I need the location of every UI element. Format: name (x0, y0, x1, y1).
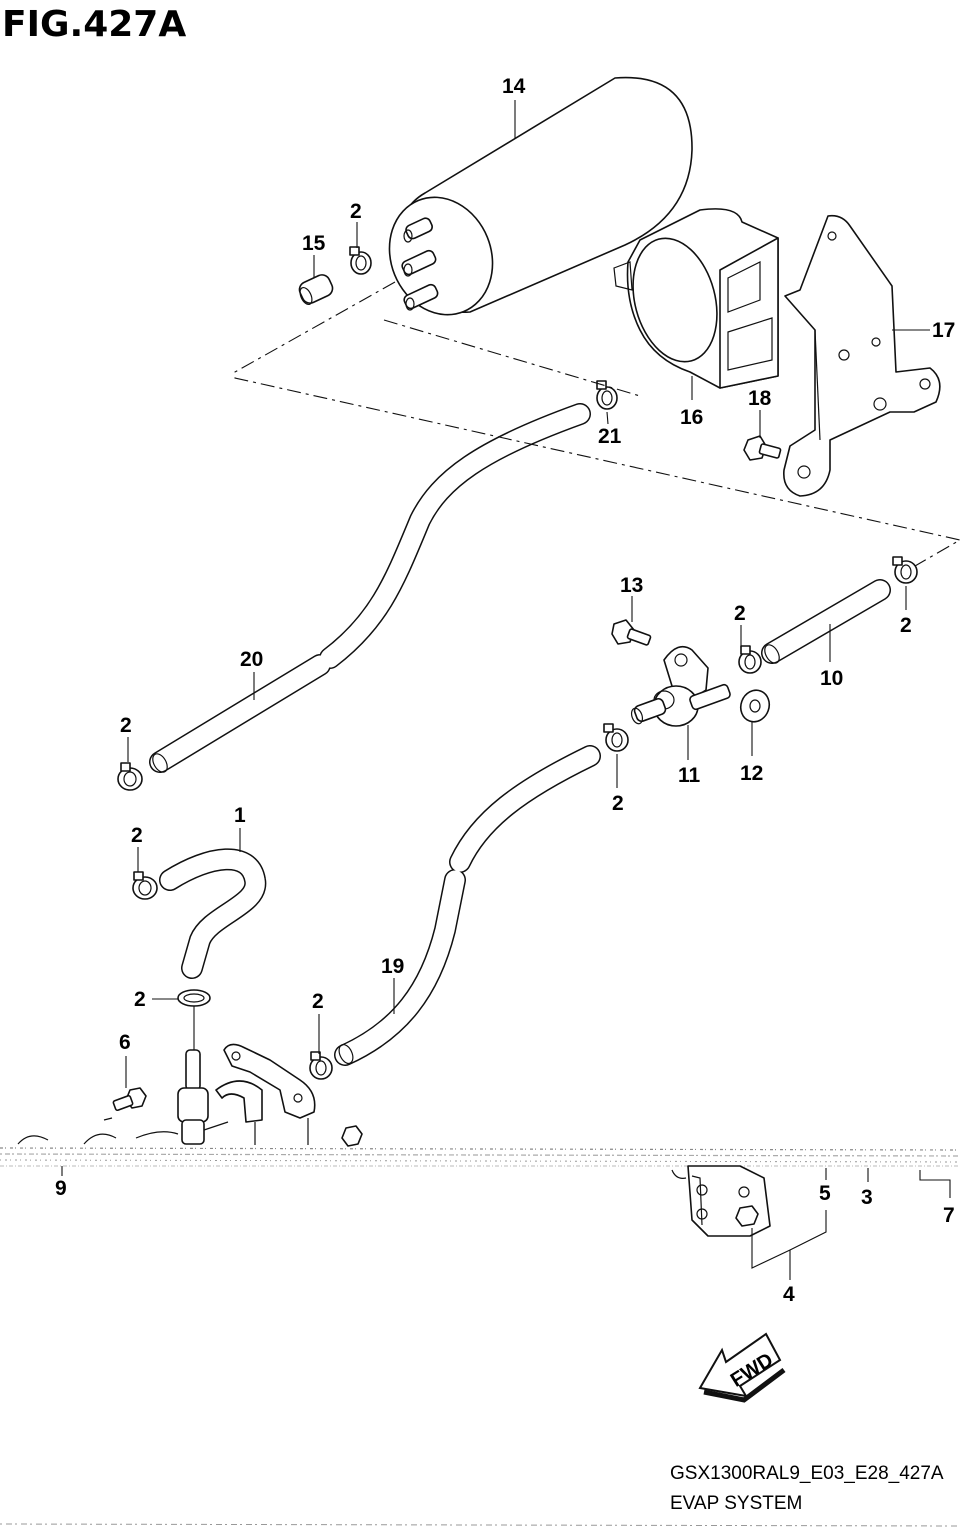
bolt (341, 1125, 363, 1147)
clamp (349, 246, 372, 275)
clamp (117, 762, 143, 791)
callout-21: 21 (598, 425, 622, 448)
hose (761, 579, 891, 664)
bolt (743, 435, 782, 461)
callout-3: 3 (861, 1186, 873, 1209)
bolt (112, 1087, 147, 1112)
clamp (738, 645, 762, 674)
canister-holder (613, 208, 779, 389)
nipple-fitting (177, 1049, 229, 1145)
callout-2: 2 (120, 714, 132, 737)
callout-12: 12 (740, 762, 763, 785)
hose (149, 403, 591, 773)
callout-13: 13 (620, 574, 643, 597)
callout-2: 2 (734, 602, 746, 625)
bolt (611, 619, 652, 646)
callout-1: 1 (234, 804, 246, 827)
edge-fragments (17, 1117, 179, 1145)
hose (159, 848, 267, 979)
callout-4: 4 (783, 1283, 795, 1306)
callout-5: 5 (819, 1182, 831, 1205)
callout-15: 15 (302, 232, 326, 255)
callout-14: 14 (502, 75, 526, 98)
system-name: EVAP SYSTEM (670, 1493, 802, 1514)
callout-9: 9 (55, 1177, 67, 1200)
routing-lines (234, 281, 960, 567)
canister (388, 76, 693, 316)
cap (298, 274, 334, 306)
callout-10: 10 (820, 667, 843, 690)
callout-2: 2 (134, 988, 146, 1011)
callout-6: 6 (119, 1031, 131, 1054)
clamp (596, 380, 618, 410)
leader-lines (61, 100, 951, 1280)
clamp (892, 556, 918, 584)
figure-title: FIG.427A (2, 4, 186, 45)
washer (739, 689, 771, 723)
callout-labels: 14 2 15 21 16 18 17 13 2 2 10 20 2 11 12… (55, 75, 955, 1306)
callout-2: 2 (900, 614, 912, 637)
canister-bracket (783, 214, 941, 497)
callout-17: 17 (932, 319, 955, 342)
clamp (177, 989, 211, 1007)
hose (334, 745, 601, 1066)
callout-7: 7 (943, 1204, 955, 1227)
side-bracket (671, 1165, 771, 1237)
callout-2: 2 (131, 824, 143, 847)
callout-16: 16 (680, 406, 703, 429)
fwd-arrow: FWD (698, 1332, 786, 1403)
purge-valve (630, 645, 731, 727)
cut-line (0, 1147, 960, 1167)
callout-11: 11 (678, 764, 701, 787)
callout-2: 2 (350, 200, 362, 223)
callout-20: 20 (240, 648, 263, 671)
holder-bracket (215, 1043, 316, 1145)
callout-2: 2 (612, 792, 624, 815)
clamp (132, 871, 158, 900)
model-code: GSX1300RAL9_E03_E28_427A (670, 1463, 944, 1484)
callout-19: 19 (381, 955, 404, 978)
callout-18: 18 (748, 387, 772, 410)
clamp (309, 1051, 333, 1080)
clamp (603, 723, 629, 752)
callout-2: 2 (312, 990, 324, 1013)
